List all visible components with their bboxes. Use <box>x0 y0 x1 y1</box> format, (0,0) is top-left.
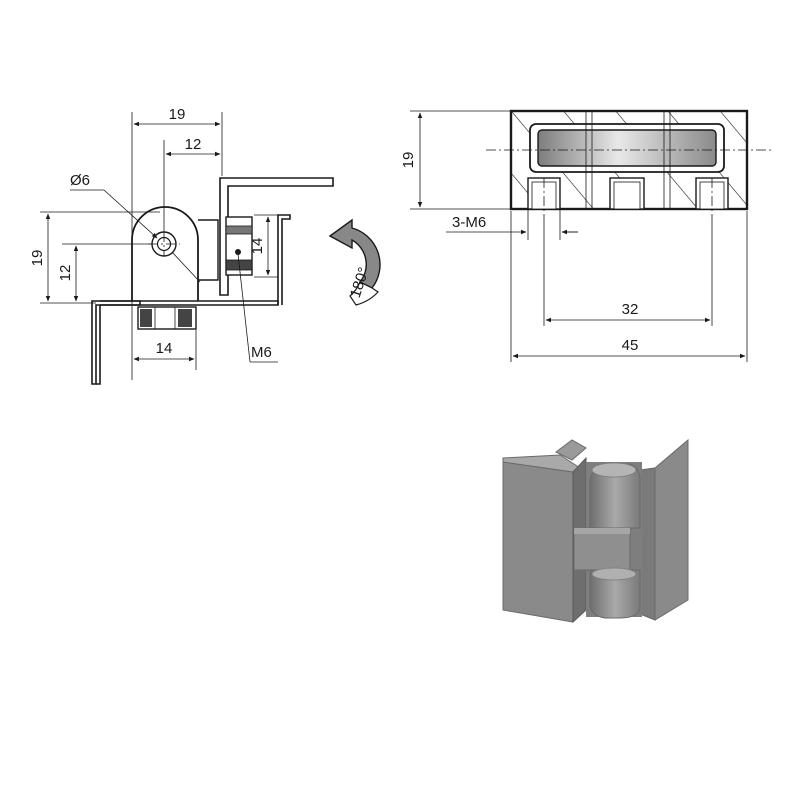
dim-offset: 12 <box>185 136 202 153</box>
hinge-3d-render <box>502 438 689 624</box>
base-plate <box>100 300 279 306</box>
rotation-arrow-icon <box>328 218 381 306</box>
dim-nut-height: 14 <box>249 238 266 255</box>
dim-length: 45 <box>622 337 639 354</box>
dim-base-width: 14 <box>156 340 173 357</box>
hex-nut-lower <box>137 306 197 330</box>
dim-pivot-height: 12 <box>57 265 74 282</box>
side-view: 19 12 19 12 14 14 Ø6 M6 <box>29 106 334 385</box>
top-view: 19 3-M6 32 45 <box>400 109 772 362</box>
knuckle-body <box>131 206 199 301</box>
dim-height: 19 <box>29 250 46 267</box>
dim-thread: M6 <box>251 344 272 361</box>
upper-plate <box>219 177 334 296</box>
dim-holes: 3-M6 <box>452 214 486 231</box>
dim-pitch: 32 <box>622 301 639 318</box>
pin-insert <box>537 129 717 167</box>
dim-hole: Ø6 <box>70 172 90 189</box>
threaded-holes <box>527 177 729 210</box>
dim-top-width: 19 <box>169 106 186 123</box>
dim-thickness: 19 <box>400 152 417 169</box>
right-bracket-plate <box>277 214 291 305</box>
